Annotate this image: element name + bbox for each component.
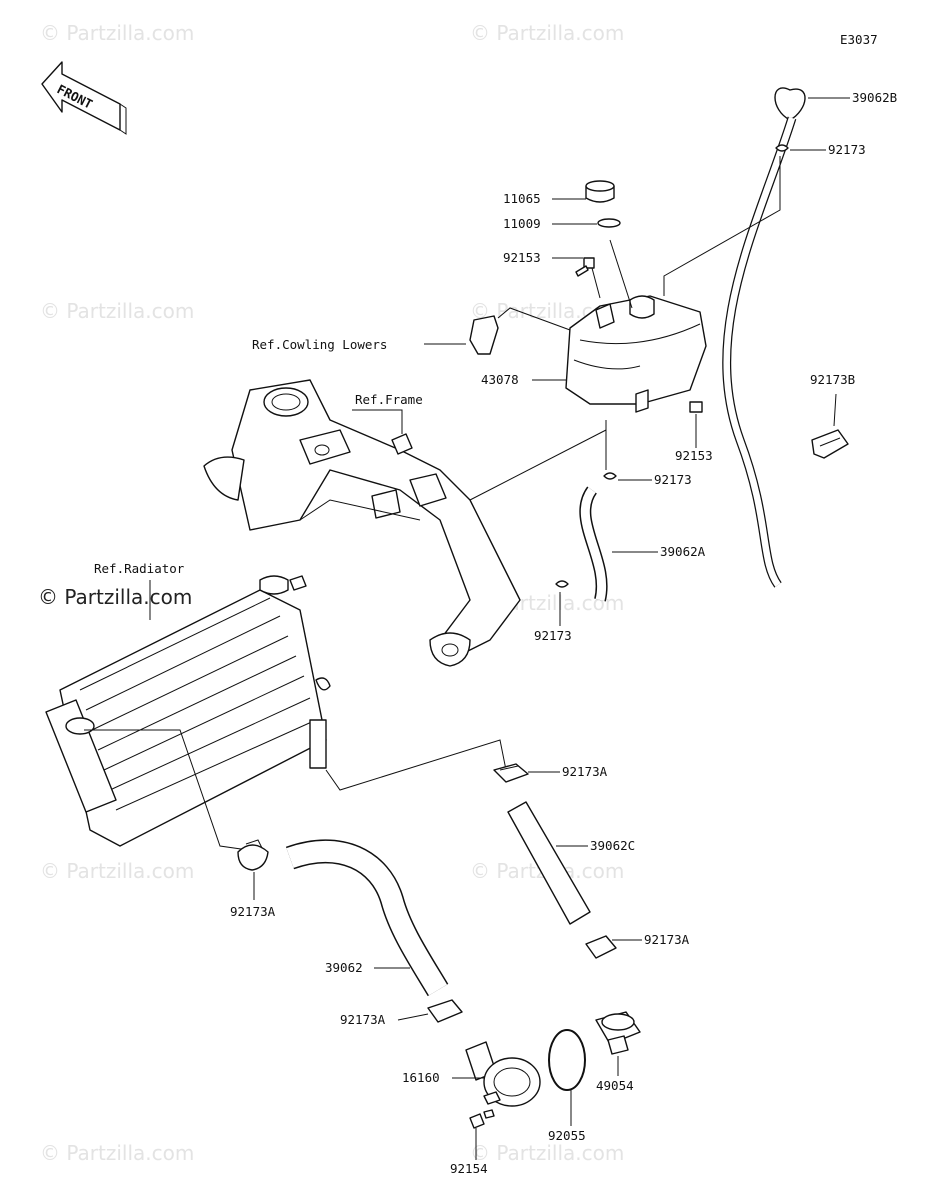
diagram-code: E3037 — [840, 32, 878, 47]
part-label-39062C: 39062C — [590, 838, 635, 853]
watermark-9: © Partzilla.com — [470, 1141, 624, 1165]
ref-label-frame: Ref.Frame — [355, 392, 423, 407]
reservoir-cap-11065 — [552, 180, 615, 203]
watermark-6: © Partzilla.com — [40, 859, 194, 883]
part-label-11065: 11065 — [503, 191, 541, 206]
part-label-16160: 16160 — [402, 1070, 440, 1085]
part-label-49054: 49054 — [596, 1078, 634, 1093]
bolt-92153-left — [552, 257, 595, 277]
part-label-39062A: 39062A — [660, 544, 706, 559]
thermostat-49054 — [595, 1011, 641, 1076]
front-arrow-icon: FRONT — [41, 61, 127, 135]
part-label-43078: 43078 — [481, 372, 519, 387]
bolt-92154 — [469, 1109, 495, 1160]
part-label-92173-low: 92173 — [534, 628, 572, 643]
part-label-92173B: 92173B — [810, 372, 855, 387]
watermark-dark: © Partzilla.com — [38, 585, 192, 609]
reservoir-tank-43078 — [532, 156, 781, 413]
radiator-assembly — [45, 575, 509, 851]
ref-label-cowling-lowers: Ref.Cowling Lowers — [252, 337, 387, 352]
part-label-92173-mid: 92173 — [654, 472, 692, 487]
o-ring-92055 — [548, 1029, 586, 1126]
clamp-92173-top — [775, 144, 826, 152]
part-label-92173A-left: 92173A — [230, 904, 276, 919]
part-label-92173A-pump: 92173A — [340, 1012, 386, 1027]
ref-label-radiator: Ref.Radiator — [94, 561, 185, 576]
clamp-92173A-upper — [493, 763, 560, 783]
watermark-8: © Partzilla.com — [40, 1141, 194, 1165]
gasket-11009 — [552, 218, 621, 228]
overflow-hose-39062B — [722, 87, 850, 588]
part-label-92153-right: 92153 — [675, 448, 713, 463]
cowling-bracket — [424, 307, 571, 355]
part-label-92173A-right: 92173A — [644, 932, 690, 947]
part-label-39062B: 39062B — [852, 90, 897, 105]
part-label-92153-left: 92153 — [503, 250, 541, 265]
part-label-11009: 11009 — [503, 216, 541, 231]
hose-39062A — [579, 486, 658, 602]
part-label-92055: 92055 — [548, 1128, 586, 1143]
part-label-39062: 39062 — [325, 960, 363, 975]
watermark-2: © Partzilla.com — [470, 21, 624, 45]
part-label-92173A-upper: 92173A — [562, 764, 608, 779]
clamp-92173-low — [555, 580, 569, 626]
bolt-92153-right — [689, 401, 703, 448]
clamp-92173A-pump — [397, 999, 463, 1023]
hose-39062C — [507, 801, 591, 925]
clamp-92173A-right — [585, 935, 642, 959]
frame-assembly — [203, 379, 607, 667]
part-label-92154: 92154 — [450, 1161, 488, 1176]
clip-92173B — [811, 393, 849, 459]
watermark-1: © Partzilla.com — [40, 21, 194, 45]
water-pump-16160 — [452, 1041, 541, 1107]
watermark-3: © Partzilla.com — [40, 299, 194, 323]
hose-39062 — [285, 839, 449, 997]
clamp-92173-mid — [603, 420, 652, 481]
clamp-92173A-left — [237, 839, 269, 900]
part-label-92173-top: 92173 — [828, 142, 866, 157]
